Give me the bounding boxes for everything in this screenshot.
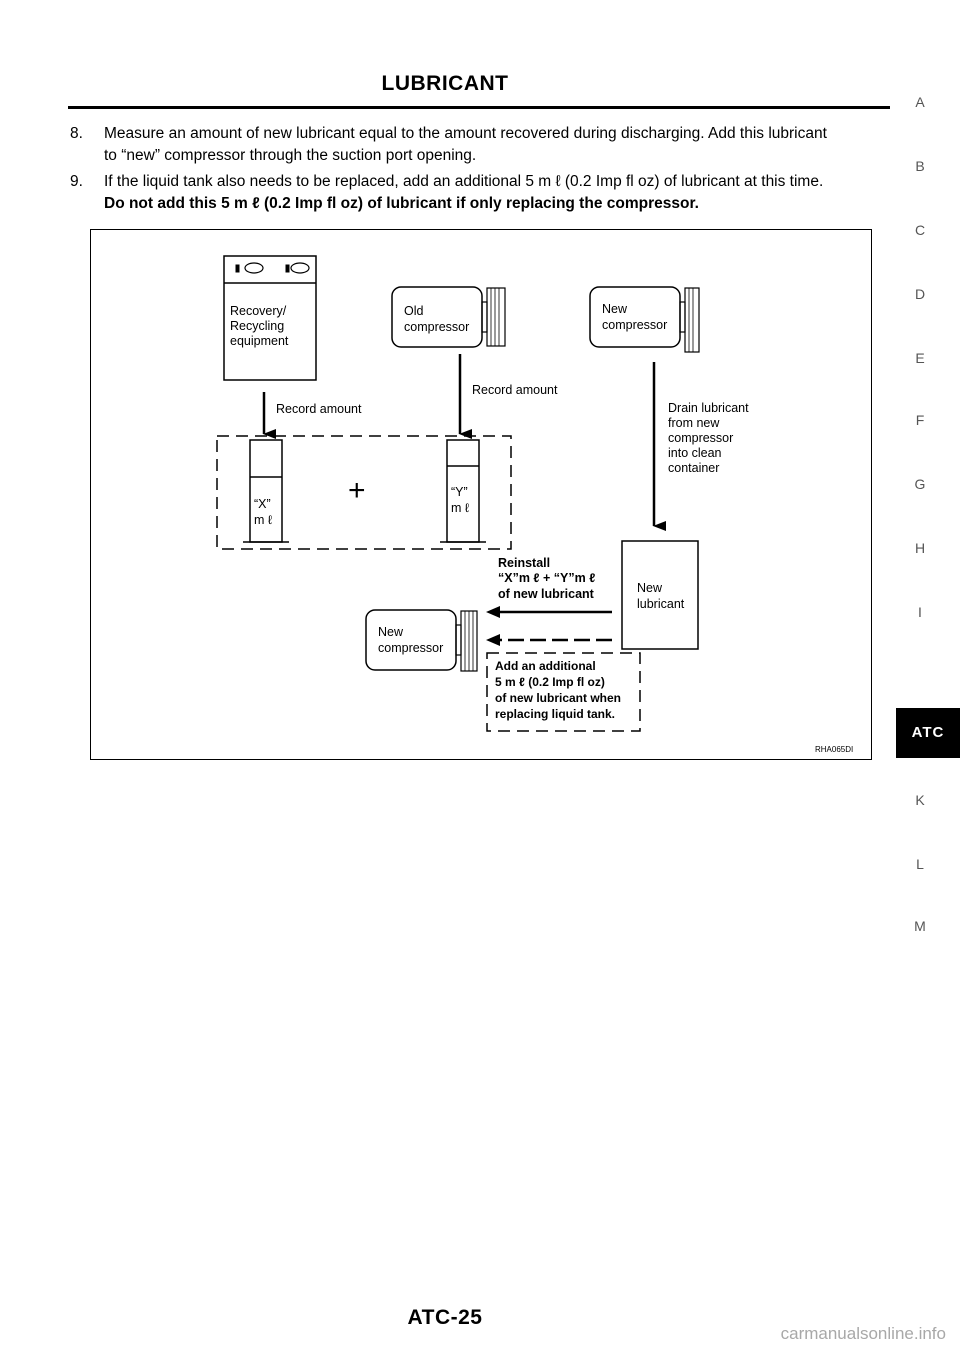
- step-text: Measure an amount of new lubricant equal…: [104, 125, 827, 142]
- index-letter-f[interactable]: F: [915, 412, 925, 428]
- figure-frame: [90, 229, 872, 760]
- svg-text:container: container: [668, 461, 719, 475]
- beaker-y: “Y” m ℓ: [440, 439, 486, 543]
- new-compressor-top-label-1: New: [602, 302, 628, 316]
- new-compressor-top-label-2: compressor: [602, 318, 667, 332]
- svg-text:5 m ℓ (0.2 Imp fl oz): 5 m ℓ (0.2 Imp fl oz): [495, 675, 605, 689]
- index-letter-m[interactable]: M: [914, 918, 926, 934]
- recovery-label-3: equipment: [230, 334, 289, 348]
- reinstall-text: Reinstall “X”m ℓ + “Y”m ℓ of new lubrica…: [498, 556, 595, 601]
- index-tab-atc[interactable]: ATC: [896, 708, 960, 758]
- step-number: 8.: [70, 125, 83, 142]
- old-compressor-label-2: compressor: [404, 320, 469, 334]
- svg-text:of new lubricant: of new lubricant: [498, 587, 595, 601]
- new-compressor-top: New compressor: [589, 286, 700, 353]
- recovery-label-1: Recovery/: [230, 304, 287, 318]
- y-label-2: m ℓ: [451, 501, 469, 515]
- recovery-label-2: Recycling: [230, 319, 284, 333]
- step-warning-text: Do not add this 5 m ℓ (0.2 Imp fl oz) of…: [104, 195, 699, 212]
- svg-text:from new: from new: [668, 416, 720, 430]
- svg-text:Drain lubricant: Drain lubricant: [668, 401, 749, 415]
- new-compressor-bottom-label-1: New: [378, 625, 404, 639]
- index-letter-c[interactable]: C: [914, 222, 926, 238]
- y-label-1: “Y”: [451, 485, 468, 499]
- add-additional-dashed-box: [486, 652, 641, 732]
- add-additional-text: Add an additional 5 m ℓ (0.2 Imp fl oz) …: [495, 659, 621, 721]
- new-lubricant-label-2: lubricant: [637, 597, 685, 611]
- beaker-x: “X” m ℓ: [243, 439, 289, 543]
- svg-text:replacing liquid tank.: replacing liquid tank.: [495, 707, 615, 721]
- x-label-1: “X”: [254, 497, 271, 511]
- svg-text:Reinstall: Reinstall: [498, 556, 550, 570]
- new-compressor-bottom-label-2: compressor: [378, 641, 443, 655]
- svg-text:“X”m ℓ + “Y”m ℓ: “X”m ℓ + “Y”m ℓ: [498, 571, 595, 585]
- svg-text:compressor: compressor: [668, 431, 733, 445]
- index-letter-e[interactable]: E: [915, 350, 925, 366]
- svg-text:into clean: into clean: [668, 446, 722, 460]
- plus-sign: +: [348, 474, 366, 507]
- new-compressor-bottom: New compressor: [365, 609, 478, 672]
- figure-id: RHA065DI: [815, 745, 853, 754]
- record-amount-left-text: Record amount: [276, 402, 362, 416]
- measuring-dashed-box: [216, 435, 512, 550]
- index-letter-i[interactable]: I: [918, 604, 922, 620]
- step-text: If the liquid tank also needs to be repl…: [104, 173, 824, 190]
- old-compressor-label-1: Old: [404, 304, 424, 318]
- watermark: carmanualsonline.info: [780, 1324, 946, 1343]
- drain-text: Drain lubricant from new compressor into…: [668, 401, 749, 475]
- page-number: ATC-25: [407, 1306, 483, 1329]
- step-number: 9.: [70, 173, 83, 190]
- index-letter-b[interactable]: B: [915, 158, 925, 174]
- index-letter-d[interactable]: D: [914, 286, 926, 302]
- new-lubricant-label-1: New: [637, 581, 663, 595]
- svg-text:Add an additional: Add an additional: [495, 659, 596, 673]
- index-letter-g[interactable]: G: [914, 476, 926, 492]
- svg-text:of new lubricant when: of new lubricant when: [495, 691, 621, 705]
- old-compressor: Old compressor: [391, 286, 506, 348]
- step-text-continued: to “new” compressor through the suction …: [104, 147, 477, 164]
- recovery-equipment: Recovery/ Recycling equipment: [223, 255, 317, 381]
- page-title: LUBRICANT: [381, 72, 509, 95]
- index-letter-l[interactable]: L: [916, 856, 924, 872]
- title-rule: [68, 106, 890, 109]
- record-amount-right-text: Record amount: [472, 383, 558, 397]
- new-lubricant-container: New lubricant: [621, 540, 699, 650]
- index-letter-a[interactable]: A: [915, 94, 925, 110]
- index-letter-k[interactable]: K: [915, 792, 925, 808]
- index-letter-h[interactable]: H: [914, 540, 926, 556]
- x-label-2: m ℓ: [254, 513, 272, 527]
